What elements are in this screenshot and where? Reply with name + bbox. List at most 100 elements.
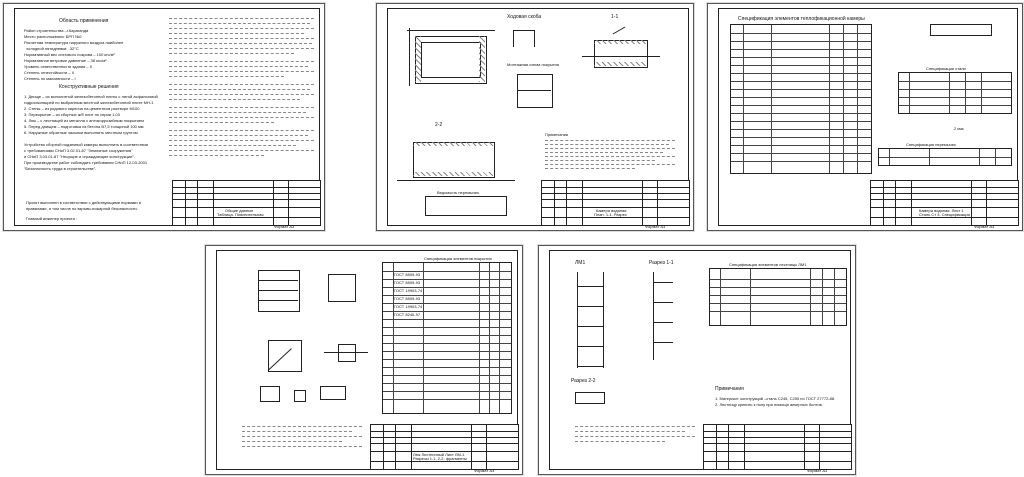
note-line: "Безопасность труда в строительстве". [24,166,97,171]
drawing-title: 1-1 [611,14,619,20]
format-label: Формат А3 [974,224,995,229]
title-block-sub: Сталь Ст 3. Спецификация [919,212,970,217]
param-line: Расчетная температура наружного воздуха … [24,40,124,45]
spec-table [709,268,847,326]
cut-title: Разрез 1-1 [649,260,674,266]
title-block: Камера водяная. Лист 1 Сталь Ст 3. Специ… [870,180,1019,226]
grate-plan [254,266,304,322]
param-line: Место расположения: БРП №2 [24,34,82,39]
notes-text [242,424,362,454]
note-line: и СНиП 3.03.01-87 "Несущие и ограждающие… [24,154,135,159]
spec-cell: ГОСТ 8509-93 [394,296,421,301]
title-block-name: Общие данные [225,208,254,213]
sheet-frame [14,8,320,226]
drawing-title: 2-2 [435,122,443,128]
param-line: Степень по массивности – I [24,76,76,81]
stamp-line: Проект выполнен в соответствии с действу… [26,200,142,205]
plan-view [407,28,497,88]
constr-heading: Конструктивные решения [59,84,119,90]
ladder-elevation [569,272,613,372]
param-line: Нормативное ветровое давление – 38 кгс/м… [24,58,107,63]
spec-cell: ГОСТ 8509-93 [394,280,421,285]
title-block: Люк Лестничный Лист ЛМ-1 Разрезы 1-1, 2-… [370,424,519,470]
param-line: Степень огнестойкости – II [24,70,74,75]
spec-title: Спецификация элементов теплофикационной … [738,16,865,22]
constr-line: 5. Перед днищем – подготовка из бетона В… [24,124,144,129]
frame-detail [266,338,306,374]
sheet-general-data: Область применения Район строительства –… [3,3,325,231]
bracket-detail [509,26,539,56]
notes-title: Примечания [715,386,744,392]
steel-spec-table [898,72,1012,114]
steel-spec-title: Спецификация стали [926,66,966,71]
section-heading: Область применения [59,18,109,24]
constr-line: 1. Днище – из монолитной железобетонной … [24,94,158,99]
title-block: Камера водяная План. 1-1. Разрез [541,180,690,226]
format-label: Формат А3 [274,224,295,229]
small-details [260,386,370,414]
stamp-line: Главный инженер проекта : [26,216,78,221]
note-line: 2. Лестницу крепить к полу при помощи ан… [715,402,823,407]
sheet-frame [549,250,851,470]
constr-line: 4. Люк – с лестницей из металла с антико… [24,118,144,123]
qty-label: 2 кмк [954,126,964,131]
title-block-sub: Таблица. Пояснительная [217,212,264,217]
title-block: Общие данные Таблица. Пояснительная [172,180,321,226]
sheet-ladder-lm1: ЛМ1 Разрез 1-1 Разрез 2-2 Спецификация э… [538,245,856,475]
stamp-line: правилами, и том числе по взрыво-пожарно… [26,206,138,211]
notes-text [575,424,695,454]
title-block-name: Камера водяная. Лист 1 [919,208,964,213]
spec-cell: ГОСТ 19903-74 [394,304,423,309]
ladder-cut-2-2 [571,388,611,408]
sheet-chamber-spec: Спецификация элементов теплофикационной … [707,3,1023,231]
montage-view [517,74,553,108]
spec-cell: ГОСТ 8240-97 [394,312,421,317]
cut-title: Разрез 2-2 [571,378,596,384]
note-line: Устройство сборной подземной камеры выпо… [24,142,148,147]
constr-line: 2. Стены – из рядового кирпича на цемент… [24,106,140,111]
spec-table [730,24,872,174]
constr-line: 6. Наружные обратные засыпки выполнять м… [24,130,138,135]
spec-cell: ГОСТ 8509-93 [394,272,421,277]
legend-table [425,196,507,216]
constr-line: гидроизоляцией по выбранным местной желе… [24,100,154,105]
title-block-name: Люк Лестничный Лист ЛМ-1 [413,452,465,457]
note-line: При производстве работ соблюдать требова… [24,160,148,165]
sheet-hatch-ladder: Спецификация элементов покрытия ГОСТ 850… [205,245,523,475]
cover-plate-detail [920,18,1000,42]
drawing-title: Ходовая скоба [507,14,542,20]
ladder-title: ЛМ1 [575,260,586,266]
section-2-2 [397,132,517,184]
lintel-spec-table [878,148,1012,166]
note-line: с требованиями СНиП 3.02.01-87 "Земляные… [24,148,133,153]
title-block-sub: Разрезы 1-1, 2-2, фрагменты [413,456,467,461]
spec-title: Спецификация элементов лестницы ЛМ1 [729,262,807,267]
format-label: Формат А3 [474,468,495,473]
lintel-spec-title: Спецификация перемычек [906,142,956,147]
spec-cell: ГОСТ 19903-74 [394,288,423,293]
notes-text [545,138,675,178]
section-detail [324,338,372,368]
param-line: холодной пятидневки: -32°С [24,46,79,51]
title-block [703,424,852,470]
ladder-cut-1-1 [643,272,693,362]
title-block-sub: План. 1-1. Разрез [594,212,627,217]
montage-title: Монтажная схема покрытия [507,62,559,67]
sheet-chamber-plan: Ходовая скоба 1-1 Монтажная схема покрыт… [376,3,694,231]
legend-title: Ведомость перемычек [437,190,479,195]
sheet-frame [718,8,1018,226]
section-1-1 [582,26,662,76]
param-line: Район строительства –г.Караганда [24,28,89,33]
param-line: Уровень ответственности здания – II [24,64,92,69]
notes-title: Примечания [545,132,569,137]
param-line: Нормативный вес снегового покрова – 100 … [24,52,115,57]
spec-table: ГОСТ 8509-93 ГОСТ 8509-93 ГОСТ 19903-74 … [382,262,512,414]
title-block-name: Камера водяная [596,208,627,213]
hatch-plan [324,270,364,310]
constr-line: 3. Перекрытие – из сборных ж/б плит по с… [24,112,120,117]
text-column-right [169,16,314,176]
sheet-frame [216,250,518,470]
sheet-frame [387,8,689,226]
format-label: Формат А3 [807,468,828,473]
spec-title: Спецификация элементов покрытия [424,256,492,261]
